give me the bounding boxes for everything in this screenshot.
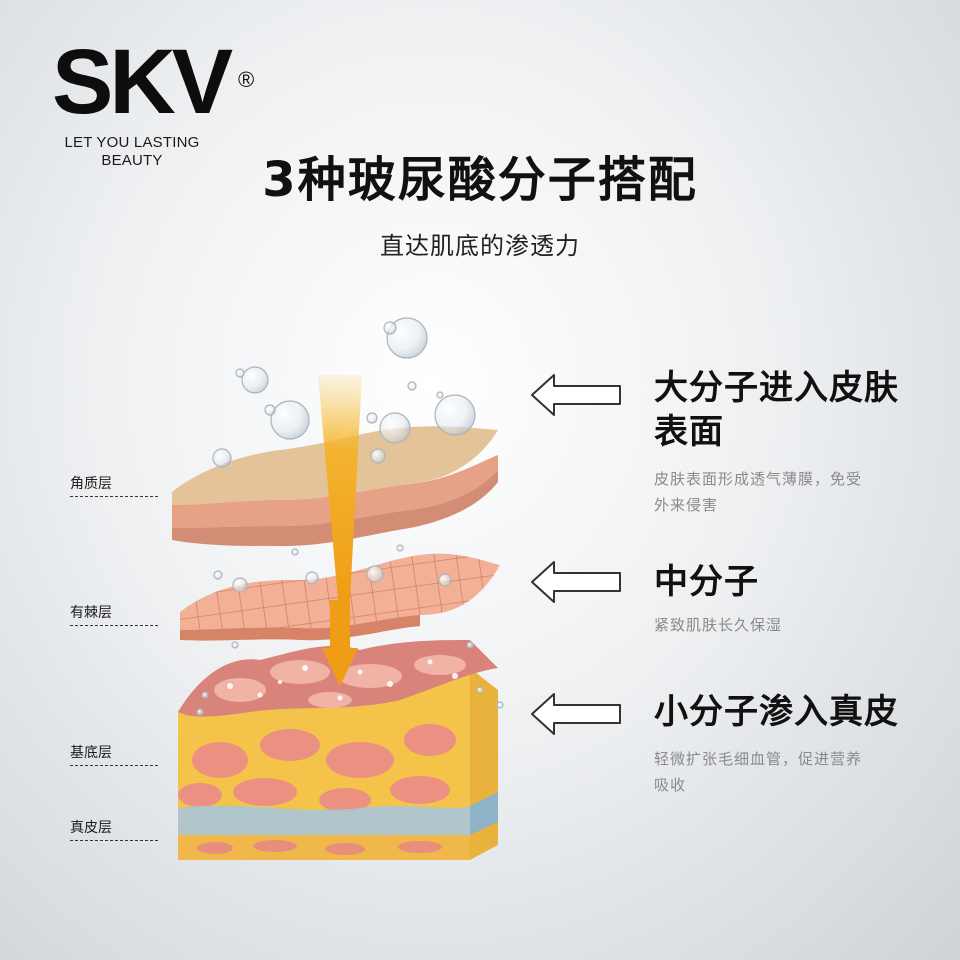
large-molecule-text-1: 皮肤表面形成透气薄膜，免受 <box>654 470 863 488</box>
penetration-beam <box>318 375 362 686</box>
small-molecule-text-1: 轻微扩张毛细血管，促进营养 <box>654 750 863 768</box>
large-molecule-text-2: 外来侵害 <box>654 496 719 514</box>
layer-label-spinous: 有棘层 <box>70 605 158 626</box>
large-molecule-description: 大分子进入皮肤 表面 皮肤表面形成透气薄膜，免受 外来侵害 <box>654 366 924 518</box>
medium-molecule-text: 紧致肌肤长久保湿 <box>654 616 783 634</box>
layer-label-stratum-corneum: 角质层 <box>70 476 158 497</box>
large-molecule-title-2: 表面 <box>654 412 724 452</box>
left-arrow-icon <box>531 693 621 735</box>
left-arrow-icon <box>531 561 621 603</box>
small-molecule-text-2: 吸收 <box>654 776 687 794</box>
medium-molecule-title: 中分子 <box>654 562 759 602</box>
logo-tagline-2: BEAUTY <box>101 152 163 169</box>
layer-label-dermis: 真皮层 <box>70 820 158 841</box>
dermis-block <box>178 640 498 860</box>
bubble-group <box>196 317 504 716</box>
logo-text: SKV <box>52 31 233 133</box>
logo-tagline-1: LET YOU LASTING <box>64 134 200 151</box>
down-arrow-icon <box>322 648 358 686</box>
left-arrow-icon <box>531 374 621 416</box>
small-molecule-title: 小分子渗入真皮 <box>654 692 899 732</box>
medium-molecule-description: 中分子 紧致肌肤长久保湿 <box>654 560 924 638</box>
large-molecule-title-1: 大分子进入皮肤 <box>654 368 899 408</box>
page-title: 3种玻尿酸分子搭配 <box>262 152 698 208</box>
page-subtitle: 直达肌底的渗透力 <box>380 232 580 260</box>
bubble-icon <box>386 317 428 359</box>
logo-mark: SKV ® <box>52 36 272 128</box>
logo: SKV ® LET YOU LASTING BEAUTY <box>52 36 272 170</box>
layer-label-basal: 基底层 <box>70 745 158 766</box>
small-molecule-description: 小分子渗入真皮 轻微扩张毛细血管，促进营养 吸收 <box>654 690 924 798</box>
